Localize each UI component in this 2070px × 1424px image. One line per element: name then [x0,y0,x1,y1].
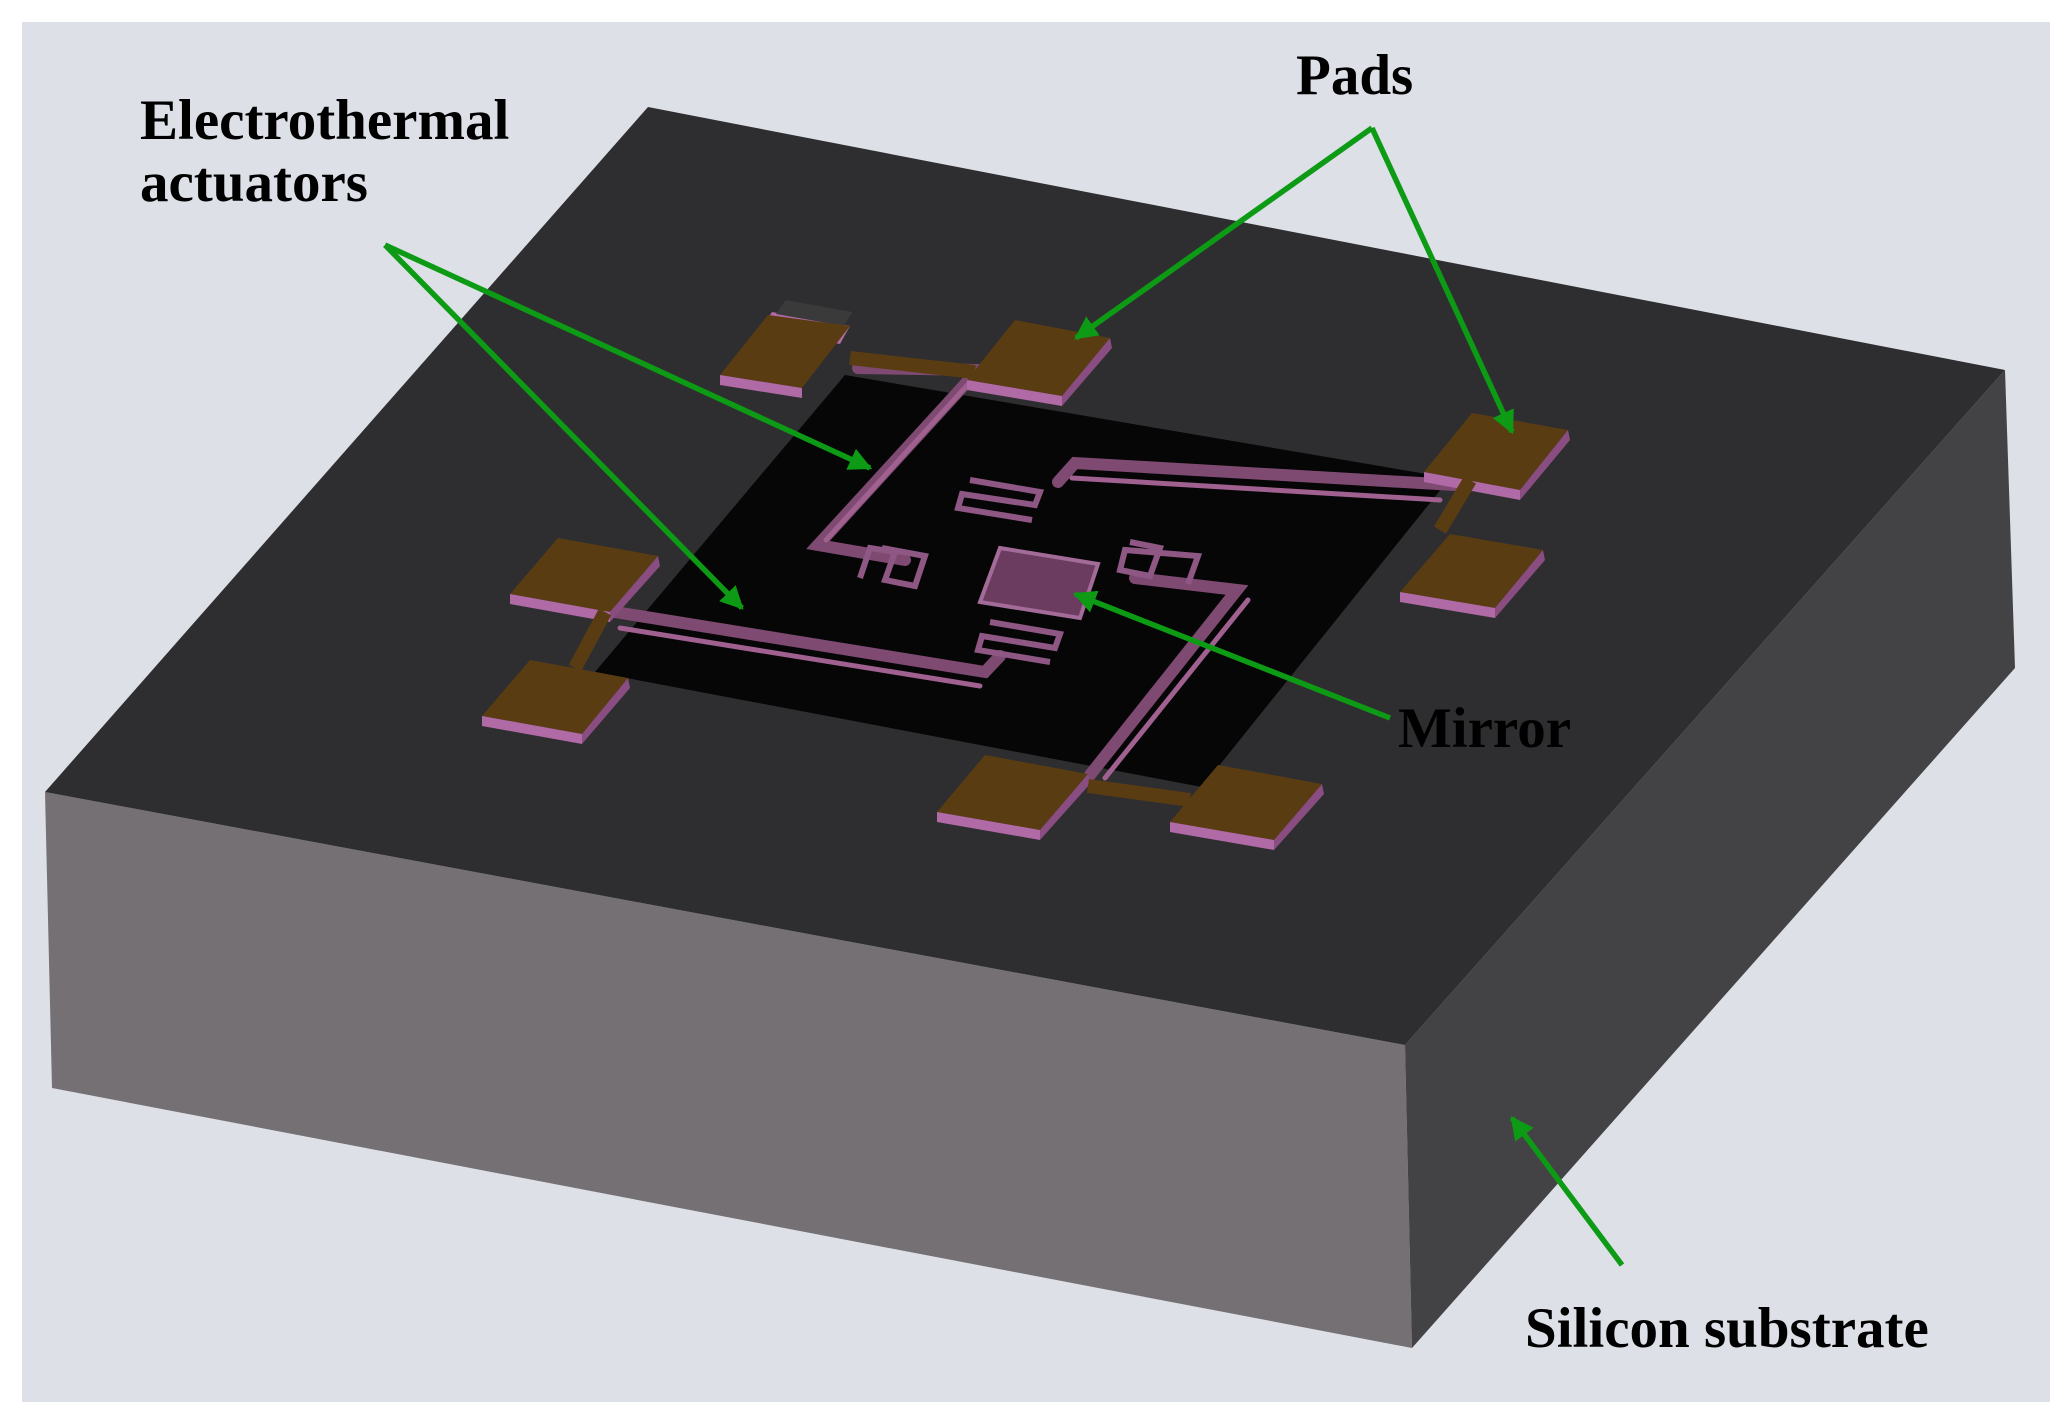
label-actuators-line2: actuators [140,150,368,214]
arrow-mirror [1072,590,1392,721]
trace-left [568,608,612,672]
arrow-substrate [1509,1116,1625,1267]
label-electrothermal-actuators: Electrothermal actuators [140,90,509,213]
actuator-top-left-inner [823,377,975,543]
actuator-right [1052,456,1461,491]
label-actuators-line1: Electrothermal [140,89,510,152]
actuator-bottom-right-inner [1102,597,1251,781]
actuator-bottom-right [1084,572,1249,781]
arrow-pads-1 [1074,125,1374,341]
pad-top-left-a [720,300,852,398]
trace-top [849,351,976,379]
pad-left-a [510,538,660,622]
mirror-plate [977,545,1101,621]
flexure-left [857,544,929,590]
label-mirror: Mirror [1398,697,1572,760]
label-pads: Pads [1296,44,1414,107]
arrow-actuators-1 [383,242,873,471]
callout-arrows [383,125,1625,1267]
substrate-front-face [45,792,1412,1348]
flexure-right [1116,539,1203,586]
pads [482,300,1570,850]
trace-bottom [1087,779,1191,807]
flexures [857,477,1203,665]
pad-bottom-a [937,755,1090,840]
trace-right [1433,476,1477,534]
flexure-bottom [974,619,1065,665]
pad-top-right-b [1400,534,1545,618]
arrow-pads-2 [1369,126,1515,435]
pad-traces [568,351,1477,807]
actuator-left-inner [617,625,983,689]
actuator-right-inner [1069,475,1443,503]
label-silicon-substrate: Silicon substrate [1525,1297,1929,1360]
pad-bottom-b [1170,765,1324,850]
actuator-left [609,606,1006,679]
arrow-actuators-2 [383,243,744,610]
substrate-side-face [1405,370,2015,1348]
pad-left-b [482,660,630,744]
flexure-top [954,477,1045,523]
